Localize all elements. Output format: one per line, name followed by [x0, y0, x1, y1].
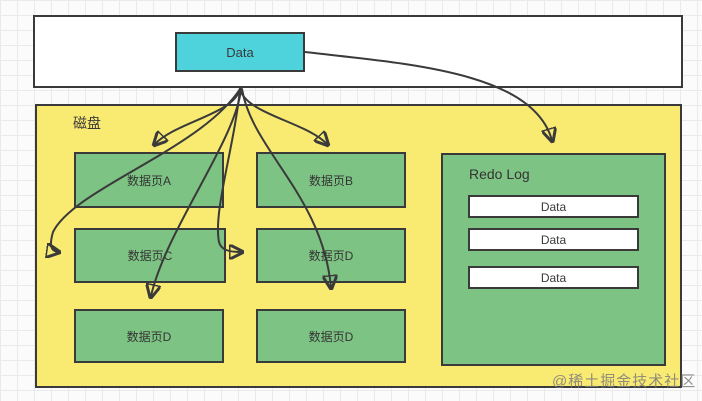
- watermark: @稀土掘金技术社区: [552, 373, 697, 390]
- data-source-box: Data: [175, 32, 305, 72]
- redo-log-entry-label: Data: [540, 232, 567, 247]
- data-page-label: 数据页D: [126, 329, 172, 344]
- redo-log-entry: Data: [468, 228, 639, 251]
- data-page-b: 数据页B: [256, 152, 406, 208]
- data-page-d-bottom-left: 数据页D: [74, 309, 224, 363]
- redo-log-title: Redo Log: [469, 166, 530, 182]
- redo-log-entry: Data: [468, 195, 639, 218]
- data-page-a: 数据页A: [74, 152, 224, 208]
- data-page-label: 数据页A: [126, 173, 171, 188]
- redo-log-entry: Data: [468, 266, 639, 289]
- redo-log-entry-label: Data: [540, 270, 567, 285]
- buffer-container: [33, 15, 683, 88]
- data-page-label: 数据页D: [308, 249, 354, 263]
- redo-log-container: Redo Log Data Data Data: [441, 153, 666, 366]
- data-page-c: 数据页C: [74, 228, 226, 283]
- data-page-label: 数据页C: [127, 249, 173, 263]
- data-page-label: 数据页D: [308, 329, 354, 344]
- redo-log-entry-label: Data: [540, 199, 567, 214]
- disk-label: 磁盘: [73, 115, 101, 131]
- data-page-d-row2: 数据页D: [256, 228, 406, 283]
- data-page-label: 数据页B: [308, 173, 353, 188]
- data-source-label: Data: [226, 44, 254, 60]
- data-page-d-bottom-right: 数据页D: [256, 309, 406, 363]
